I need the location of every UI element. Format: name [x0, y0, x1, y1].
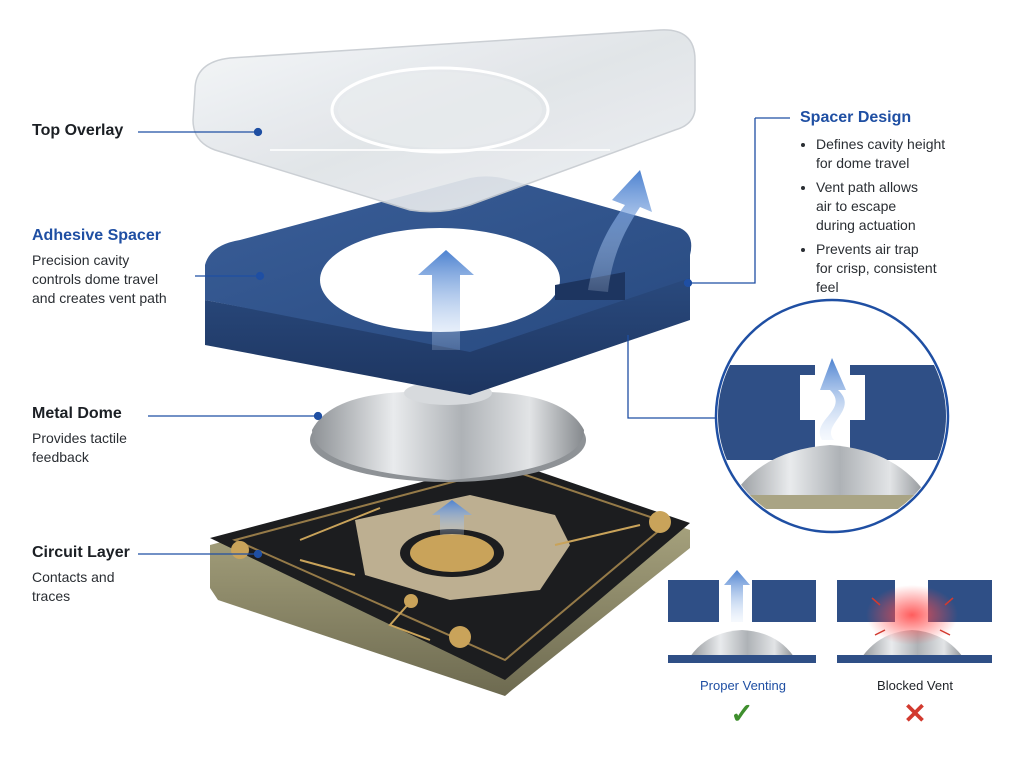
- trapped-air-glow: [866, 585, 958, 645]
- proper-venting-caption: Proper Venting: [699, 678, 786, 693]
- x-icon: ✕: [903, 698, 927, 729]
- spacer-design-bullets: Defines cavity height for dome travel Ve…: [800, 135, 1000, 297]
- center-contact: [410, 534, 494, 572]
- check-icon: ✓: [730, 698, 754, 729]
- top-overlay: [192, 29, 696, 213]
- circuit-layer-label: Circuit Layer Contacts and traces: [32, 544, 192, 606]
- adhesive-spacer-desc: Precision cavity controls dome travel an…: [32, 252, 167, 306]
- magnified-vent-arrow-icon: [819, 358, 846, 440]
- top-overlay-title: Top Overlay: [32, 122, 124, 139]
- bullet-item: Vent path allows air to escape during ac…: [816, 178, 1000, 235]
- circuit-layer-desc: Contacts and traces: [32, 569, 115, 604]
- circuit-layer: [210, 460, 690, 696]
- vent-arrow-small-icon: [432, 500, 472, 535]
- spacer-design-panel: Spacer Design Defines cavity height for …: [800, 109, 1000, 302]
- bullet-item: Defines cavity height for dome travel: [816, 135, 1000, 173]
- metal-dome-label: Metal Dome Provides tactile feedback: [32, 405, 192, 467]
- proper-vent-arrow-icon: [724, 570, 750, 622]
- top-overlay-label: Top Overlay: [32, 122, 123, 140]
- vent-arrow-curved-icon: [588, 170, 652, 292]
- adhesive-spacer-label: Adhesive Spacer Precision cavity control…: [32, 227, 212, 308]
- spacer-design-title: Spacer Design: [800, 109, 912, 126]
- circuit-layer-title: Circuit Layer: [32, 544, 130, 561]
- adhesive-spacer-title: Adhesive Spacer: [32, 227, 161, 244]
- blocked-vent-caption: Blocked Vent: [877, 678, 953, 693]
- proper-venting-illustration: [668, 570, 816, 663]
- metal-dome-title: Metal Dome: [32, 405, 122, 422]
- pressure-arrows-icon: [871, 597, 954, 636]
- bullet-item: Prevents air trap for crisp, consistent …: [816, 240, 1000, 297]
- vent-arrow-up-icon: [418, 250, 474, 350]
- blocked-vent-illustration: [837, 580, 992, 663]
- metal-dome: [310, 381, 586, 482]
- leader-lines: [138, 117, 790, 559]
- magnified-vent-detail: [714, 298, 950, 534]
- metal-dome-desc: Provides tactile feedback: [32, 430, 127, 465]
